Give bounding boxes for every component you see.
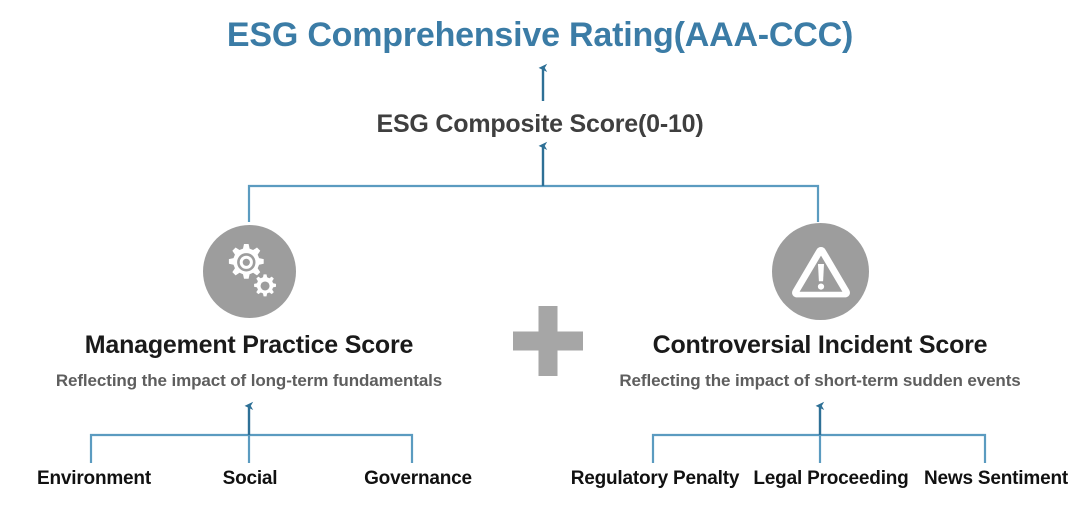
gears-icon-badge	[203, 225, 296, 318]
branch-title-management-practice: Management Practice Score	[84, 331, 414, 359]
leaf-label-social: Social	[222, 468, 278, 489]
warning-triangle-icon	[791, 246, 850, 297]
branch-title-controversial-incident: Controversial Incident Score	[652, 331, 988, 359]
gears-icon	[228, 243, 276, 296]
bracket-branches-to-composite	[247, 184, 820, 222]
page-title: ESG Comprehensive Rating(AAA-CCC)	[226, 16, 854, 54]
warning-triangle-icon-badge	[772, 223, 869, 320]
bracket-esg-to-management	[89, 433, 414, 463]
leaf-label-regulatory-penalty: Regulatory Penalty	[570, 468, 740, 489]
bracket-incidents-to-controversial	[651, 433, 987, 463]
composite-score-label: ESG Composite Score(0-10)	[376, 110, 704, 138]
leaf-label-environment: Environment	[37, 468, 151, 489]
branch-subtitle-controversial-incident: Reflecting the impact of short-term sudd…	[619, 371, 1021, 390]
leaf-label-legal-proceeding: Legal Proceeding	[753, 468, 909, 489]
leaf-label-news-sentiment: News Sentiment	[924, 468, 1068, 489]
leaf-label-governance: Governance	[364, 468, 472, 489]
plus-sign-icon	[513, 306, 583, 376]
branch-subtitle-management-practice: Reflecting the impact of long-term funda…	[55, 371, 443, 390]
